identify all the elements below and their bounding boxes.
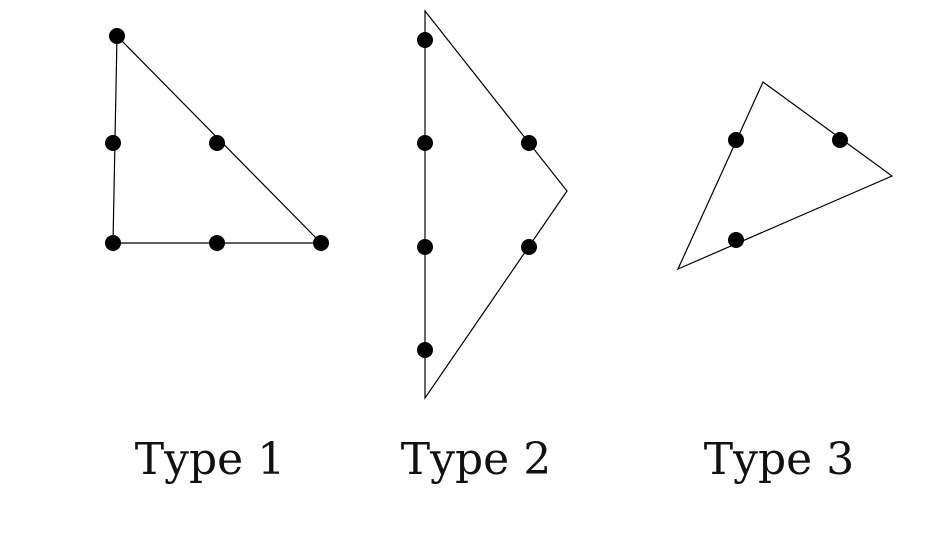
type1-point [109, 28, 125, 44]
type2-point [417, 32, 433, 48]
type2-point [417, 342, 433, 358]
type2-polygon-group [417, 9, 568, 400]
type3-label: Type 3 [703, 434, 855, 485]
type1-polygon-group [105, 28, 329, 251]
type2-point [417, 135, 433, 151]
type3-point [728, 232, 744, 248]
type2-point [417, 239, 433, 255]
type1-point [105, 235, 121, 251]
type2-label: Type 2 [400, 434, 552, 485]
type2-point [521, 135, 537, 151]
type1-point [313, 235, 329, 251]
type2-outline [424, 9, 568, 400]
type1-point [209, 135, 225, 151]
type1-point [209, 235, 225, 251]
type1-label: Type 1 [134, 434, 286, 485]
type3-point [832, 132, 848, 148]
type1-point [105, 135, 121, 151]
type3-point [728, 132, 744, 148]
type3-outline [676, 81, 894, 271]
type3-polygon-group [676, 81, 894, 271]
type2-point [521, 239, 537, 255]
